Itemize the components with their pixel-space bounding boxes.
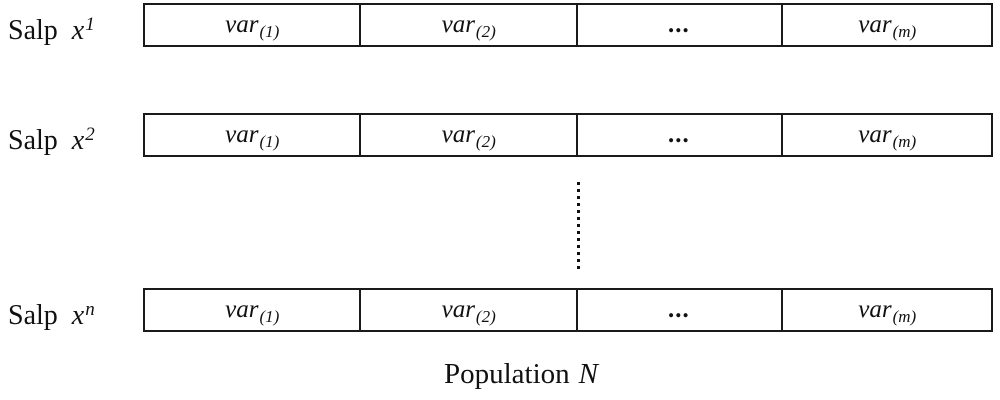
var-cell-m: var(m): [783, 5, 991, 45]
var-cell-2: var(2): [361, 115, 578, 155]
salp-superscript: 1: [85, 14, 95, 35]
var-cell-ellipsis: ...: [578, 115, 784, 155]
var-subscript: (2): [475, 22, 496, 41]
var-subscript: (2): [475, 307, 496, 326]
var-base: var: [858, 11, 892, 38]
var-subscript: (1): [259, 132, 280, 151]
population-caption-word: Population: [443, 358, 570, 390]
var-subscript: (m): [892, 132, 917, 151]
salp-superscript: n: [85, 299, 95, 320]
var-base: var: [441, 11, 475, 38]
ellipsis-dots: ...: [668, 296, 691, 323]
salp-row-2-variable-box: var(1) var(2) ... var(m): [143, 113, 993, 157]
salp-row-n-variable-box: var(1) var(2) ... var(m): [143, 288, 993, 332]
salp-word: Salp: [8, 300, 58, 331]
var-base: var: [441, 296, 475, 323]
ellipsis-dots: ...: [668, 121, 691, 148]
salp-symbol: x: [71, 125, 85, 156]
salp-symbol: x: [71, 15, 85, 46]
ellipsis-dots: ...: [668, 11, 691, 38]
var-cell-ellipsis: ...: [578, 5, 784, 45]
var-cell-m: var(m): [783, 290, 991, 330]
var-cell-1: var(1): [145, 5, 362, 45]
var-subscript: (m): [892, 22, 917, 41]
var-subscript: (1): [259, 307, 280, 326]
var-cell-2: var(2): [361, 290, 578, 330]
var-cell-ellipsis: ...: [578, 290, 784, 330]
population-caption-symbol: N: [578, 358, 599, 390]
var-cell-m: var(m): [783, 115, 991, 155]
salp-word: Salp: [8, 15, 58, 46]
var-base: var: [225, 121, 259, 148]
var-subscript: (m): [892, 307, 917, 326]
salp-row-1-variable-box: var(1) var(2) ... var(m): [143, 3, 993, 47]
var-cell-1: var(1): [145, 290, 362, 330]
vertical-dots-ellipsis-icon: [577, 182, 580, 271]
salp-word: Salp: [8, 125, 58, 156]
var-base: var: [858, 121, 892, 148]
salp-symbol: x: [71, 300, 85, 331]
var-base: var: [225, 296, 259, 323]
var-subscript: (2): [475, 132, 496, 151]
salp-superscript: 2: [85, 124, 95, 145]
var-subscript: (1): [259, 22, 280, 41]
var-base: var: [441, 121, 475, 148]
var-cell-1: var(1): [145, 115, 362, 155]
var-base: var: [225, 11, 259, 38]
var-base: var: [858, 296, 892, 323]
var-cell-2: var(2): [361, 5, 578, 45]
